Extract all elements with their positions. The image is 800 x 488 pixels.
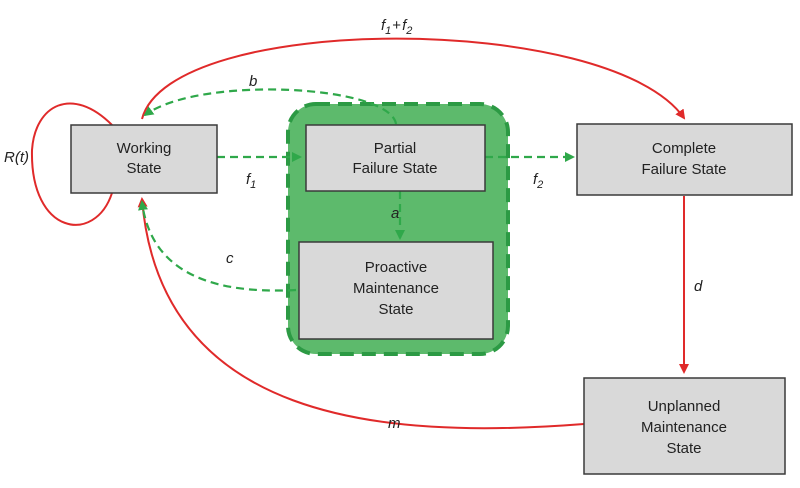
state-unplanned-maintenance: Unplanned Maintenance State bbox=[583, 377, 786, 475]
label-c: c bbox=[226, 250, 234, 267]
state-complete-failure: Complete Failure State bbox=[576, 123, 793, 196]
state-unplanned-line3: State bbox=[666, 440, 701, 457]
state-complete-line1: Complete bbox=[652, 140, 716, 157]
label-b: b bbox=[249, 73, 257, 90]
state-proactive-maintenance: Proactive Maintenance State bbox=[298, 241, 494, 340]
label-m: m bbox=[388, 415, 401, 432]
state-unplanned-line2: Maintenance bbox=[641, 419, 727, 436]
state-proactive-line3: State bbox=[378, 301, 413, 318]
state-proactive-line1: Proactive bbox=[365, 259, 428, 276]
label-d: d bbox=[694, 278, 703, 295]
edge-working-to-complete bbox=[141, 37, 686, 120]
label-f2: f2 bbox=[533, 171, 543, 191]
edge-unplanned-to-working bbox=[137, 197, 585, 430]
state-working: Working State bbox=[70, 124, 218, 194]
label-a: a bbox=[391, 205, 399, 222]
state-partial-line1: Partial bbox=[374, 140, 417, 157]
state-unplanned-line1: Unplanned bbox=[648, 398, 721, 415]
state-working-line1: Working bbox=[117, 140, 172, 157]
edge-working-self-loop bbox=[30, 102, 113, 226]
edge-partial-to-working bbox=[143, 88, 398, 125]
state-working-line2: State bbox=[126, 160, 161, 177]
state-complete-line2: Failure State bbox=[641, 161, 726, 178]
label-r-t: R(t) bbox=[4, 149, 29, 166]
state-proactive-line2: Maintenance bbox=[353, 280, 439, 297]
label-f1-plus-f2: f1+f2 bbox=[381, 17, 412, 37]
edge-proactive-to-working bbox=[138, 200, 297, 292]
state-partial-failure: Partial Failure State bbox=[305, 124, 486, 192]
label-f1: f1 bbox=[246, 171, 256, 191]
state-partial-line2: Failure State bbox=[352, 160, 437, 177]
